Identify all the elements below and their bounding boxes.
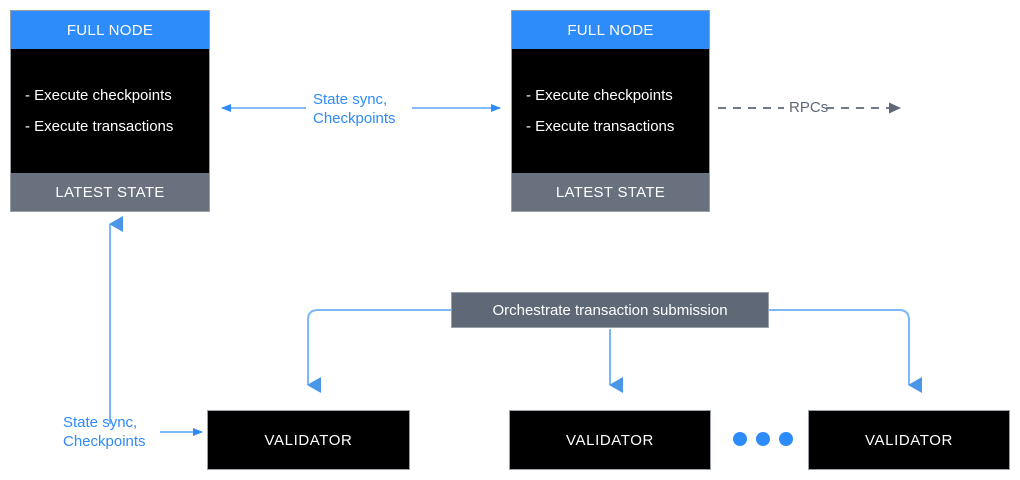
validator-right[interactable]: VALIDATOR [808, 410, 1010, 470]
validator-right-label: VALIDATOR [865, 431, 953, 449]
validator-center[interactable]: VALIDATOR [509, 410, 711, 470]
full-node-left-bullet-transactions: - Execute transactions [25, 118, 174, 135]
full-node-right-header-label: FULL NODE [567, 21, 654, 39]
full-node-right-header: FULL NODE [512, 11, 709, 49]
full-node-right-footer-label: LATEST STATE [555, 183, 666, 201]
ellipsis-dot-3 [779, 432, 793, 446]
validator-center-label: VALIDATOR [566, 431, 654, 449]
full-node-left-header: FULL NODE [11, 11, 209, 49]
edge-label-state-sync-between-nodes: State sync, Checkpoints [313, 91, 396, 127]
edge-label-rpcs: RPCs [789, 99, 829, 116]
full-node-right-bullet-transactions: - Execute transactions [526, 118, 675, 135]
full-node-right-body: - Execute checkpoints - Execute transact… [512, 49, 709, 173]
full-node-right[interactable]: FULL NODE - Execute checkpoints - Execut… [511, 10, 710, 212]
full-node-left-footer-label: LATEST STATE [55, 183, 165, 201]
ellipsis-dot-2 [756, 432, 770, 446]
full-node-left-footer: LATEST STATE [11, 173, 209, 211]
ellipsis-dot-1 [733, 432, 747, 446]
validator-left-label: VALIDATOR [264, 431, 353, 449]
full-node-left-body: - Execute checkpoints - Execute transact… [11, 49, 209, 173]
full-node-right-footer: LATEST STATE [512, 173, 709, 211]
edge-label-state-sync-to-full-node: State sync, Checkpoints [63, 414, 146, 450]
edge-orchestrate-to-validator-right [769, 309, 922, 393]
validator-ellipsis [733, 432, 793, 446]
orchestrate-transaction-submission-bar[interactable]: Orchestrate transaction submission [451, 292, 769, 328]
edge-orchestrate-to-validator-left [307, 309, 451, 393]
validator-left[interactable]: VALIDATOR [207, 410, 410, 470]
full-node-left-header-label: FULL NODE [66, 21, 154, 39]
full-node-left-bullet-checkpoints: - Execute checkpoints [25, 87, 172, 104]
full-node-right-bullet-checkpoints: - Execute checkpoints [526, 87, 673, 104]
orchestrate-label: Orchestrate transaction submission [492, 301, 728, 319]
full-node-left[interactable]: FULL NODE - Execute checkpoints - Execut… [10, 10, 210, 212]
